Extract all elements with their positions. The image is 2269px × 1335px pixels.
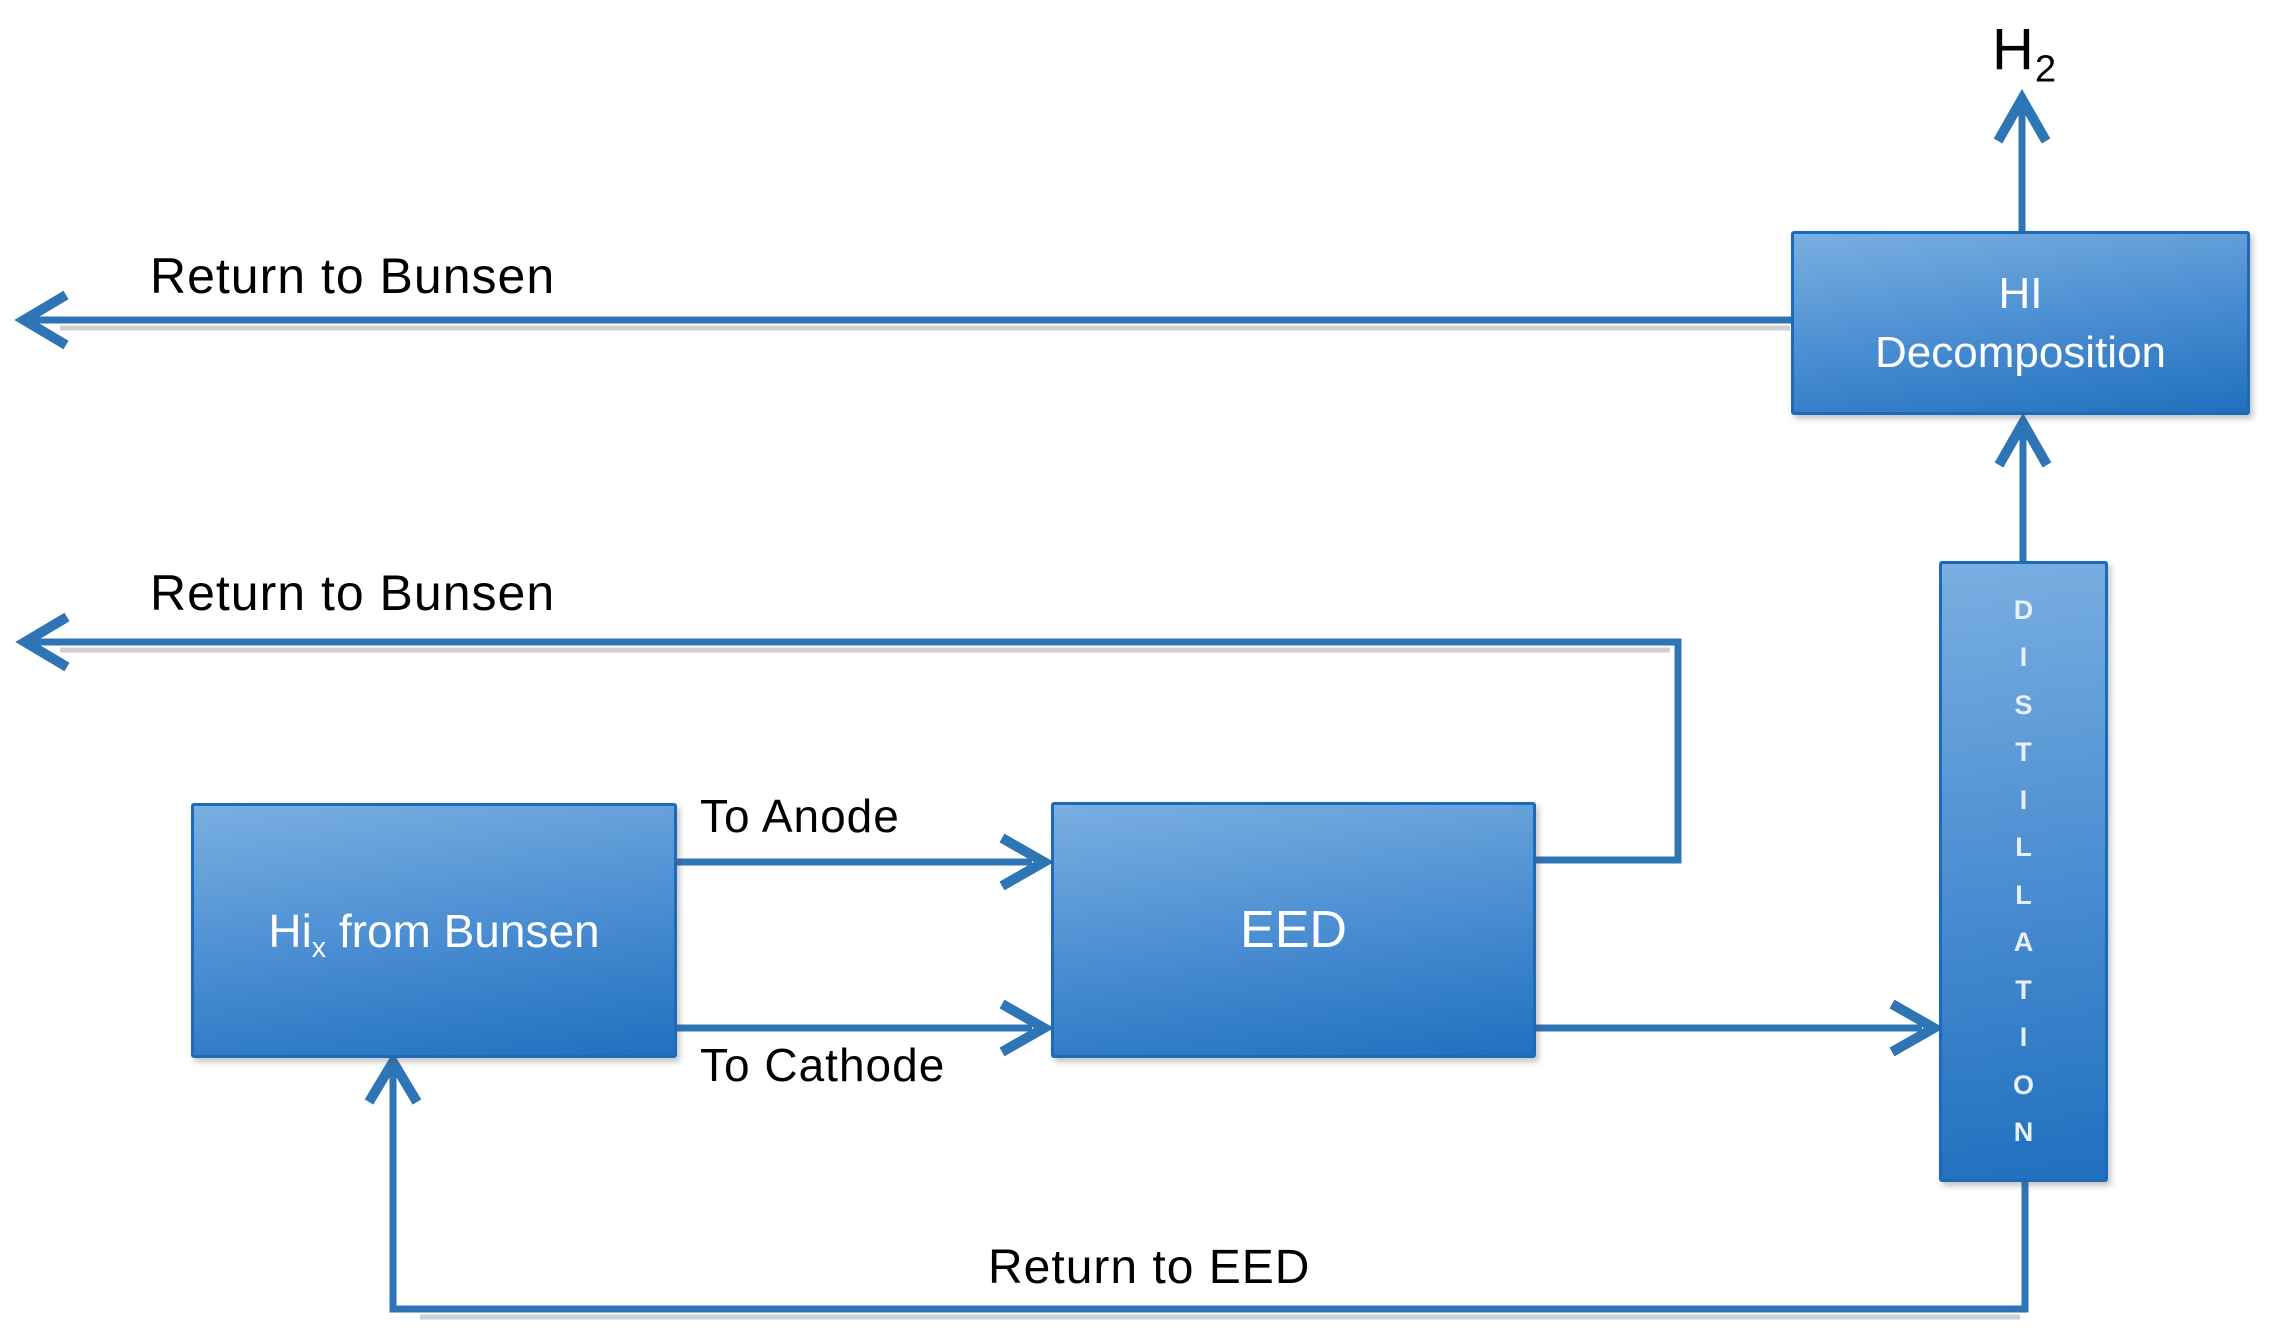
distillation-letter: O: [2012, 1069, 2034, 1100]
return-mid-line: [33, 638, 1682, 864]
h2-subscript: 2: [2034, 47, 2058, 91]
distillation-letter: T: [2015, 974, 2032, 1005]
distillation-letter: D: [2013, 594, 2034, 625]
arrowhead-up-return-eed: [364, 1052, 422, 1105]
distillation-letter: L: [2015, 832, 2032, 862]
arrowhead-right-to-anode: [999, 833, 1055, 891]
arrowhead-up-h2: [1993, 88, 2051, 144]
to-anode-label: To Anode: [700, 790, 900, 842]
distillation-box: D I S T I L L A T I O N: [1939, 561, 2108, 1182]
hi-decomposition-box: HI Decomposition: [1791, 231, 2250, 415]
distillation-letter: A: [2013, 927, 2034, 957]
return-eed-line: [389, 1072, 2029, 1313]
hix-subscript: x: [311, 931, 327, 964]
arrowhead-left-return-mid: [15, 612, 70, 672]
distillation-letter: T: [2015, 737, 2032, 767]
eed-label: EED: [1240, 901, 1347, 959]
hix-from-bunsen-box: Hix from Bunsen: [191, 803, 677, 1058]
return-to-eed-label: Return to EED: [988, 1241, 1311, 1294]
distillation-letter: I: [2019, 1022, 2028, 1052]
hix-from-bunsen-label: Hix from Bunsen: [268, 904, 600, 964]
arrowhead-up-hidecomp: [1994, 412, 2052, 468]
distillation-letter: L: [2015, 879, 2032, 910]
distillation-letter: S: [2014, 689, 2033, 720]
to-cathode-label: To Cathode: [700, 1039, 946, 1091]
hi-decomposition-label: HI Decomposition: [1874, 268, 2167, 377]
eed-box: EED: [1051, 802, 1536, 1058]
distillation-letter: I: [2019, 784, 2028, 815]
arrowhead-left-return-top: [14, 290, 69, 350]
distillation-letter: I: [2019, 642, 2028, 672]
h2-output-label: H2: [1992, 17, 2058, 91]
distillation-letter: N: [2013, 1117, 2034, 1147]
return-to-bunsen-mid-label: Return to Bunsen: [150, 565, 556, 621]
arrowhead-right-to-cathode: [999, 999, 1055, 1057]
arrowhead-right-distillation: [1889, 999, 1945, 1057]
return-to-bunsen-top-label: Return to Bunsen: [150, 248, 556, 304]
